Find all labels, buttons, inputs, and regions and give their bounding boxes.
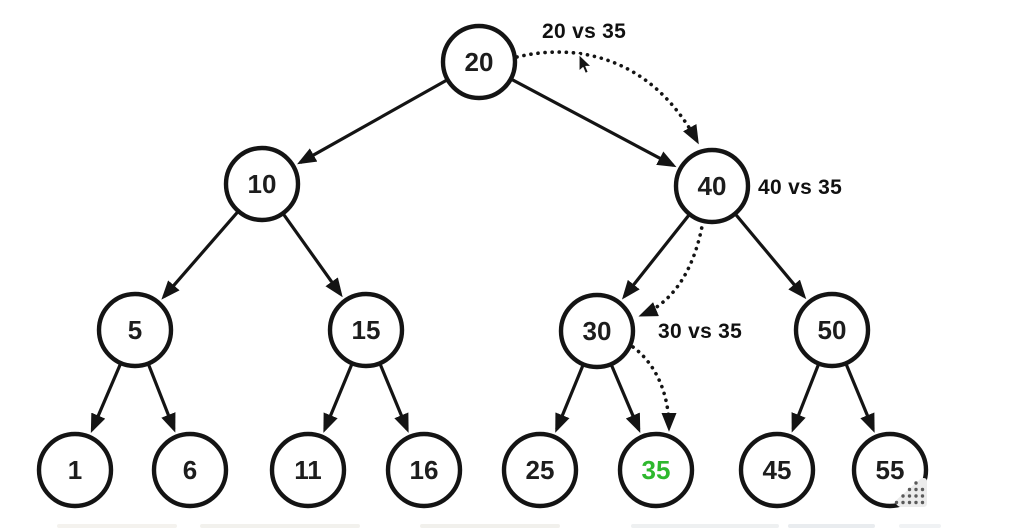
tree-node-circle-35 — [617, 431, 695, 509]
tree-node-25: 25 — [501, 431, 579, 509]
comparison-label-step3: 30 vs 35 — [658, 320, 743, 343]
resize-handle-dot — [901, 494, 905, 498]
comparison-label-step2: 40 vs 35 — [758, 176, 843, 199]
tree-node-circle-1 — [36, 431, 114, 509]
bottom-cutoff-smudge — [631, 524, 779, 528]
tree-node-label-5: 5 — [128, 315, 142, 345]
resize-handle-dot — [894, 500, 899, 505]
tree-node-label-10: 10 — [248, 169, 277, 199]
comparison-label-step1: 20 vs 35 — [542, 20, 627, 43]
bottom-cutoff-smudge — [420, 524, 560, 528]
tree-node-50: 50 — [793, 291, 871, 369]
tree-node-label-40: 40 — [698, 171, 727, 201]
tree-node-20: 20 — [440, 23, 518, 101]
tree-node-label-1: 1 — [68, 455, 82, 485]
mouse-cursor-icon — [578, 53, 593, 76]
resize-handle-dot — [914, 481, 918, 485]
bottom-cutoff-smudge — [788, 524, 875, 528]
tree-node-label-11: 11 — [294, 455, 322, 485]
resize-handle-dot — [914, 494, 918, 498]
tree-node-15: 15 — [327, 291, 405, 369]
bottom-cutoff-smudge — [200, 524, 360, 528]
tree-node-circle-30 — [558, 292, 636, 370]
tree-node-1: 1 — [36, 431, 114, 509]
tree-node-label-20: 20 — [465, 47, 494, 77]
bottom-cutoff-smudge — [57, 524, 177, 528]
tree-node-label-25: 25 — [526, 455, 555, 485]
bottom-cutoff-smudge — [899, 524, 941, 528]
resize-handle-dot — [907, 494, 912, 498]
tree-node-circle-15 — [327, 291, 405, 369]
tree-node-label-45: 45 — [763, 455, 792, 485]
resize-handle[interactable] — [894, 477, 927, 507]
resize-handle-dot — [901, 500, 905, 505]
resize-handle-background — [895, 477, 927, 507]
tree-node-label-6: 6 — [183, 455, 197, 485]
resize-handle-dot — [914, 487, 918, 492]
search-path-step3 — [631, 345, 677, 432]
tree-node-5: 5 — [96, 291, 174, 369]
tree-node-circle-55 — [851, 431, 929, 509]
tree-node-circle-11 — [269, 431, 347, 509]
tree-node-10: 10 — [223, 145, 301, 223]
tree-node-circle-25 — [501, 431, 579, 509]
resize-handle-dot — [920, 500, 925, 505]
tree-node-circle-16 — [385, 431, 463, 509]
tree-node-11: 11 — [269, 431, 347, 509]
tree-node-40: 40 — [673, 147, 751, 225]
resize-handle-dot — [914, 500, 918, 505]
resize-handle-dot — [920, 487, 925, 492]
tree-node-label-35: 35 — [642, 455, 671, 485]
tree-node-circle-6 — [151, 431, 229, 509]
tree-node-circle-10 — [223, 145, 301, 223]
tree-node-circle-5 — [96, 291, 174, 369]
search-path-step2 — [638, 219, 705, 317]
tree-node-6: 6 — [151, 431, 229, 509]
tree-node-circle-50 — [793, 291, 871, 369]
resize-handle-dot — [920, 494, 925, 498]
tree-node-label-55: 55 — [876, 455, 905, 485]
tree-node-circle-45 — [738, 431, 816, 509]
tree-node-35: 35 — [617, 431, 695, 509]
tree-node-label-15: 15 — [352, 315, 381, 345]
tree-node-16: 16 — [385, 431, 463, 509]
tree-node-label-16: 16 — [410, 455, 439, 485]
tree-node-45: 45 — [738, 431, 816, 509]
resize-handle-dot — [907, 487, 912, 492]
tree-node-55: 55 — [851, 431, 929, 509]
search-path-step1 — [515, 50, 699, 145]
tree-node-label-50: 50 — [818, 315, 847, 345]
tree-node-circle-40 — [673, 147, 751, 225]
resize-handle-dot — [907, 500, 912, 505]
tree-node-circle-20 — [440, 23, 518, 101]
tree-node-label-30: 30 — [583, 316, 612, 346]
tree-node-30: 30 — [558, 292, 636, 370]
